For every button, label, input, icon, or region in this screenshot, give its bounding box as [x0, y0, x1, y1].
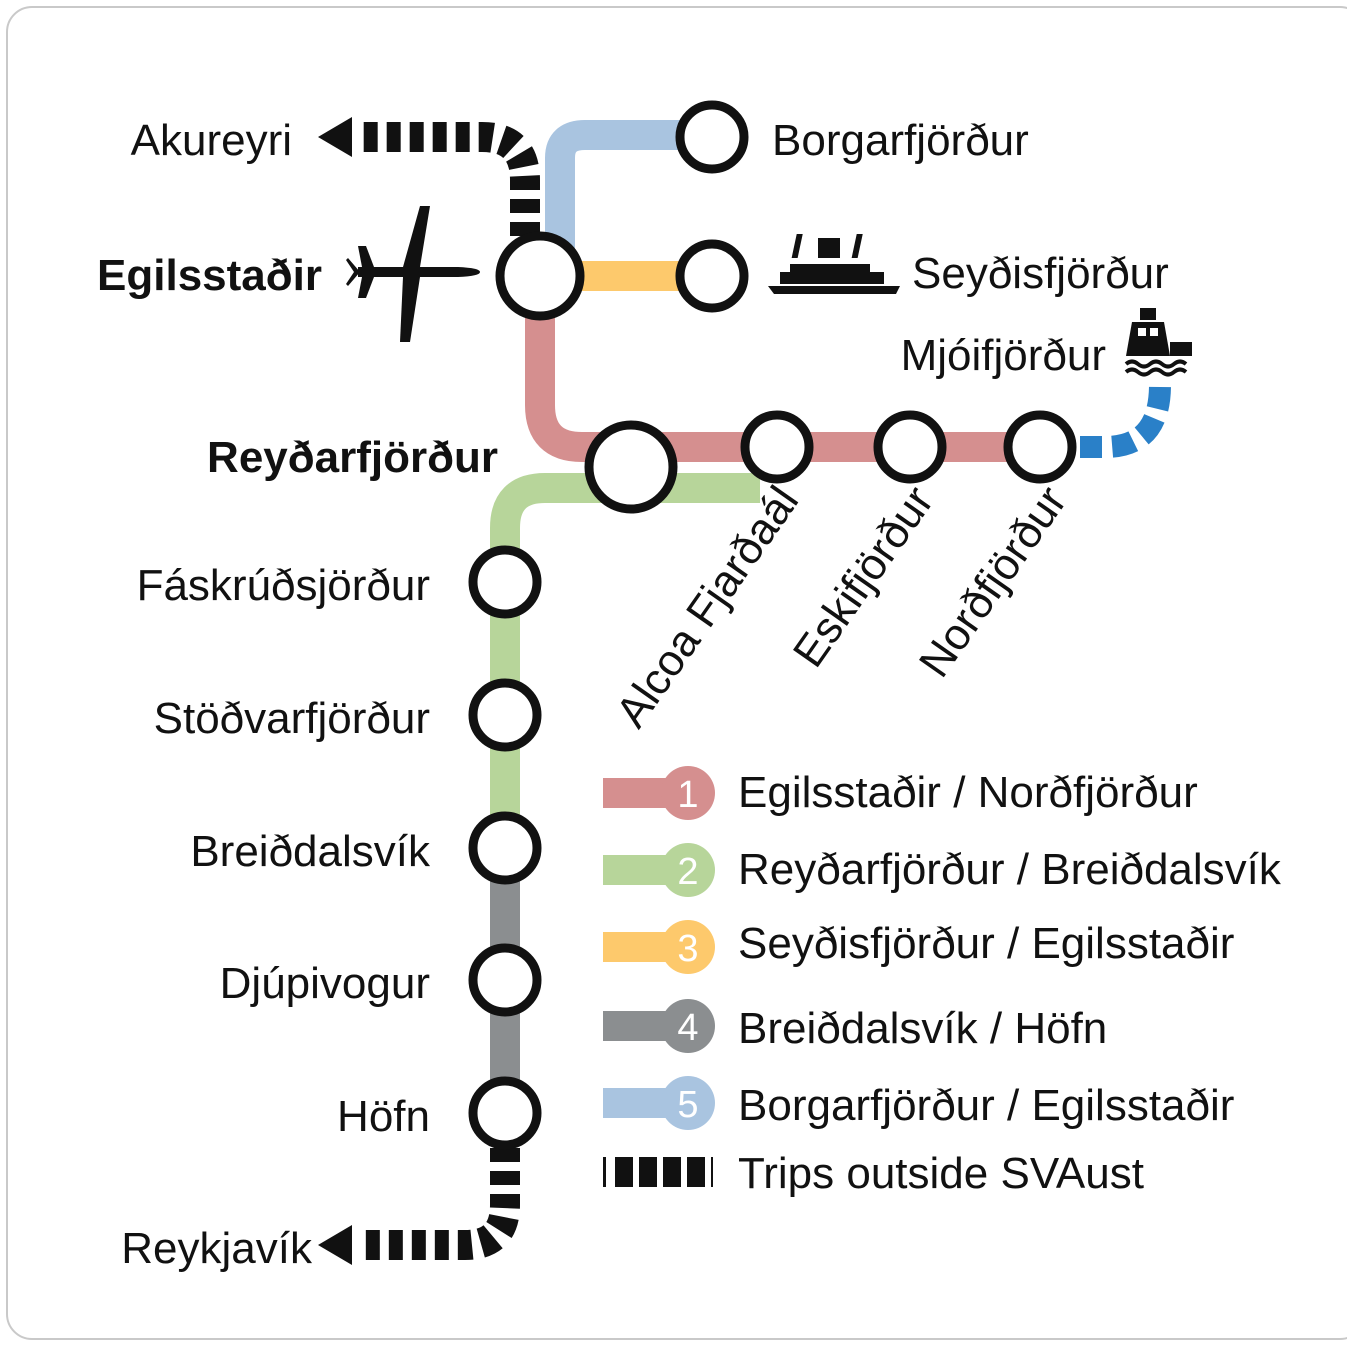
label-alcoa: Alcoa Fjarðaál: [607, 478, 808, 737]
label-djupivogur: Djúpivogur: [220, 959, 430, 1008]
label-borgarfjordur: Borgarfjörður: [772, 116, 1029, 165]
legend: 1 Egilsstaðir / Norðfjörður 2 Reyðarfjör…: [603, 766, 1282, 1198]
label-breiddalsvik: Breiðdalsvík: [190, 827, 431, 876]
station-alcoa[interactable]: [740, 410, 814, 484]
legend-item-2: 2 Reyðarfjörður / Breiðdalsvík: [603, 843, 1282, 897]
legend-label-3: Seyðisfjörður / Egilsstaðir: [738, 919, 1234, 968]
ferry-icon: [768, 234, 900, 294]
station-seydisfjordur[interactable]: [675, 239, 749, 313]
label-hofn: Höfn: [337, 1092, 430, 1141]
label-reydarfjordur: Reyðarfjörður: [207, 433, 498, 482]
arrow-reykjavik: [318, 1225, 352, 1265]
arrow-akureyri: [318, 117, 352, 157]
station-egilsstadir[interactable]: [495, 231, 585, 321]
station-breiddalsvik[interactable]: [468, 811, 542, 885]
station-nordfjordur[interactable]: [1003, 410, 1077, 484]
legend-item-4: 4 Breiðdalsvík / Höfn: [603, 999, 1107, 1053]
line-5-borgarfjordur-egilsstadir: [545, 120, 712, 270]
legend-number-5: 5: [677, 1084, 698, 1126]
label-egilsstadir: Egilsstaðir: [97, 251, 322, 300]
label-stodvarfjordur: Stöðvarfjörður: [154, 694, 430, 743]
station-faskrudsfjordur[interactable]: [468, 545, 542, 619]
station-djupivogur[interactable]: [468, 943, 542, 1017]
legend-item-1: 1 Egilsstaðir / Norðfjörður: [603, 766, 1198, 820]
label-seydisfjordur: Seyðisfjörður: [912, 249, 1169, 298]
legend-number-1: 1: [677, 774, 698, 816]
station-hofn[interactable]: [468, 1076, 542, 1150]
boat-icon: [1124, 308, 1192, 377]
label-reykjavik: Reykjavík: [121, 1224, 313, 1273]
outside-route-akureyri: [362, 122, 540, 236]
legend-item-5: 5 Borgarfjörður / Egilsstaðir: [603, 1076, 1234, 1130]
outside-route-reykjavik: [362, 1148, 520, 1260]
airplane-icon: [346, 206, 480, 342]
legend-number-4: 4: [677, 1007, 698, 1049]
legend-label-4: Breiðdalsvík / Höfn: [738, 1004, 1107, 1053]
legend-label-outside: Trips outside SVAust: [738, 1149, 1144, 1198]
line-2-reydarfjordur-breiddalsvik: [490, 473, 760, 848]
label-akureyri: Akureyri: [131, 116, 292, 165]
label-mjoifjordur: Mjóifjörður: [901, 331, 1106, 380]
legend-item-outside: Trips outside SVAust: [603, 1149, 1144, 1198]
ferry-route-mjoifjordur: [1080, 378, 1171, 458]
station-eskifjordur[interactable]: [873, 410, 947, 484]
legend-number-3: 3: [677, 928, 698, 970]
station-stodvarfjordur[interactable]: [468, 678, 542, 752]
legend-item-3: 3 Seyðisfjörður / Egilsstaðir: [603, 919, 1234, 974]
line-1-egilsstadir-nordfjordur: [525, 276, 1040, 462]
station-reydarfjordur[interactable]: [584, 420, 678, 514]
legend-label-5: Borgarfjörður / Egilsstaðir: [738, 1081, 1234, 1130]
legend-number-2: 2: [677, 851, 698, 893]
label-faskrudsfjordur: Fáskrúðsjörður: [137, 561, 430, 610]
station-borgarfjordur[interactable]: [675, 100, 749, 174]
legend-label-2: Reyðarfjörður / Breiðdalsvík: [738, 845, 1282, 894]
legend-label-1: Egilsstaðir / Norðfjörður: [738, 768, 1198, 817]
